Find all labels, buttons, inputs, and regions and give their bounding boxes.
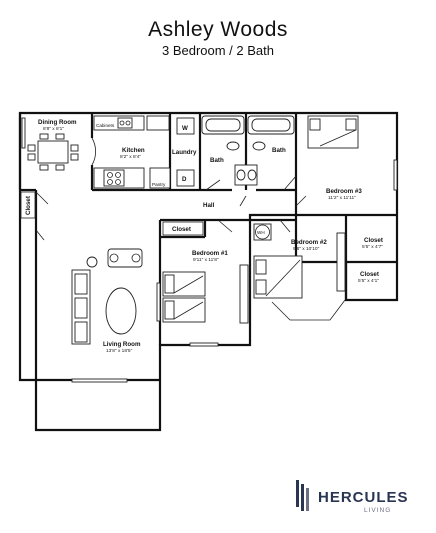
living-furniture	[71, 248, 143, 345]
living-room-label: Living Room	[103, 341, 141, 348]
brand-name: HERCULES	[318, 489, 409, 506]
water-heater-label: WH	[257, 230, 265, 235]
bedroom-1-label: Bedroom #1	[192, 250, 228, 257]
dining-room-label: Dining Room	[38, 119, 77, 126]
water-heater-circle	[255, 224, 270, 240]
closet-b2-size: 5'5" x 4'1"	[358, 278, 379, 284]
bedroom-1-size: 9'11" x 11'8"	[193, 257, 219, 263]
laundry-label: Laundry	[172, 149, 197, 156]
bedroom-2-label: Bedroom #2	[291, 239, 327, 246]
closet-main-box	[162, 221, 204, 236]
bedroom-3-size: 11'2" x 11'11"	[328, 195, 356, 201]
living-room-size: 13'8" x 18'5"	[106, 348, 133, 354]
closet-b3-label: Closet	[364, 237, 383, 244]
washer-label: W	[182, 125, 188, 132]
cabinets-label: Cabinets	[96, 123, 115, 128]
closet-b3-size: 5'5" x 4'7"	[362, 244, 383, 250]
windows	[21, 117, 398, 383]
bedroom-2-size: 9'8" x 10'10"	[293, 246, 320, 252]
brand-tagline: LIVING	[364, 507, 392, 514]
bath-1-label: Bath	[210, 157, 224, 164]
bed-bedroom-2	[253, 232, 346, 321]
dryer-label: D	[182, 176, 187, 183]
doors	[35, 137, 307, 241]
water-heater	[253, 223, 272, 241]
bed-3	[307, 115, 359, 149]
dining-room-size: 8'8" x 8'1"	[43, 126, 64, 132]
beds-bedroom-1	[162, 264, 249, 324]
closet-small-label: Closet	[25, 196, 32, 215]
kitchen-counters	[93, 115, 171, 189]
logo-bar-1	[296, 480, 299, 507]
dining-table	[27, 133, 79, 171]
kitchen-label: Kitchen	[122, 147, 145, 154]
bedroom-3-label: Bedroom #3	[326, 188, 362, 195]
dryer	[176, 169, 195, 187]
kitchen-size: 8'2" x 8'4"	[120, 154, 141, 160]
washer	[176, 117, 195, 135]
bath-fixtures	[201, 115, 295, 186]
plan-title: Ashley Woods	[148, 18, 288, 41]
closet-main-label: Closet	[172, 226, 191, 233]
plan-subtitle: 3 Bedroom / 2 Bath	[161, 43, 274, 58]
closet-b2-label: Closet	[360, 271, 379, 278]
logo-bar-2	[301, 484, 304, 511]
closet-small-box	[20, 191, 36, 219]
logo-bar-3	[306, 488, 309, 511]
bath-2-label: Bath	[272, 147, 286, 154]
pantry-label: Pantry	[152, 182, 166, 187]
hall-label: Hall	[203, 202, 215, 209]
